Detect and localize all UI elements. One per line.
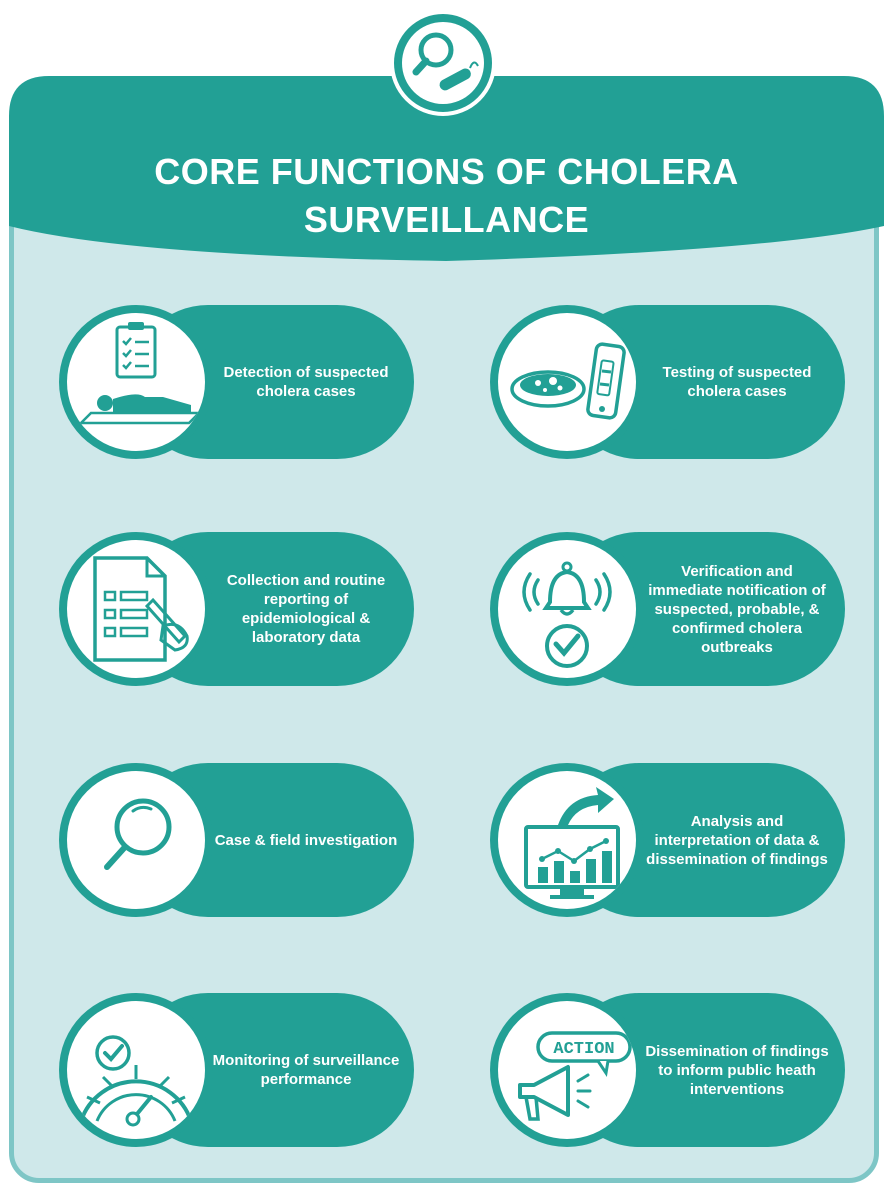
- card-label: Verification and immediate notification …: [648, 562, 826, 656]
- card-label: Monitoring of surveillance performance: [212, 1052, 400, 1088]
- function-card-verification: Verification and immediate notification …: [490, 532, 845, 686]
- magnifying-glass-icon: [104, 798, 172, 870]
- function-card-detection: Detection of suspected cholera cases: [59, 305, 414, 459]
- function-card-monitoring: Monitoring of surveillance performance: [59, 993, 414, 1147]
- card-icon-disc: [490, 532, 644, 686]
- alarm-bell-check-icon: [522, 561, 612, 668]
- title-line-1: CORE FUNCTIONS OF CHOLERA: [154, 151, 739, 192]
- megaphone-action-icon: ACTION: [518, 1031, 632, 1121]
- card-label: Case & field investigation: [214, 831, 398, 849]
- header-icon-badge: [390, 10, 496, 116]
- monitor-chart-arrow-icon: [524, 787, 620, 899]
- function-card-dissemination: ACTION Dissemination of findings to info…: [490, 993, 845, 1147]
- function-card-analysis: Analysis and interpretation of data & di…: [490, 763, 845, 917]
- function-card-investigation: Case & field investigation: [59, 763, 414, 917]
- card-icon-disc: [59, 532, 213, 686]
- page-title: CORE FUNCTIONS OF CHOLERA SURVEILLANCE: [9, 148, 884, 244]
- card-label: Dissemination of findings to inform publ…: [645, 1042, 829, 1098]
- card-icon-disc: ACTION: [490, 993, 644, 1147]
- card-icon-disc: [59, 763, 213, 917]
- card-icon-disc: [490, 763, 644, 917]
- patient-checklist-icon: [77, 322, 203, 425]
- magnifier-bacteria-icon: [412, 32, 479, 91]
- title-line-2: SURVEILLANCE: [303, 199, 590, 240]
- card-icon-disc: [59, 993, 213, 1147]
- gauge-check-icon: [79, 1035, 193, 1127]
- action-bubble-text: ACTION: [553, 1040, 614, 1059]
- card-icon-disc: [59, 305, 213, 459]
- card-label: Detection of suspected cholera cases: [223, 364, 389, 400]
- card-label: Analysis and interpretation of data & di…: [646, 812, 828, 868]
- header-banner: [9, 76, 884, 272]
- petri-dish-rapid-test-icon: [510, 342, 626, 420]
- card-label: Collection and routine reporting of epid…: [226, 572, 386, 646]
- card-label: Testing of suspected cholera cases: [662, 364, 812, 400]
- report-form-icon: [93, 556, 189, 662]
- function-card-data-collection: Collection and routine reporting of epid…: [59, 532, 414, 686]
- function-card-testing: Testing of suspected cholera cases: [490, 305, 845, 459]
- card-icon-disc: [490, 305, 644, 459]
